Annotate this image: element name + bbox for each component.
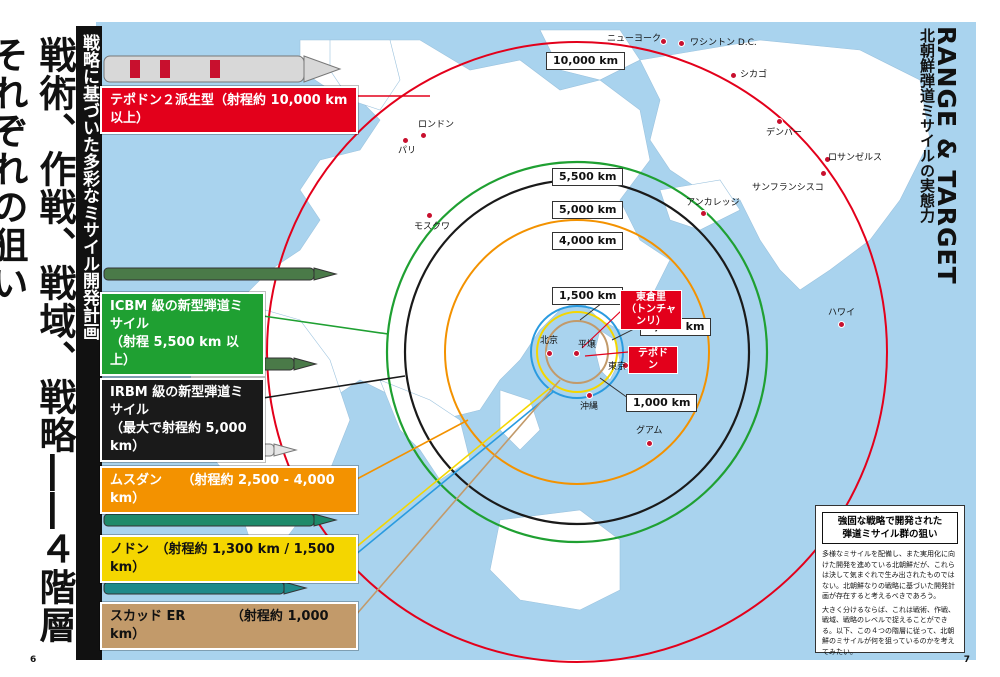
- city-dot-anchorage: [700, 210, 707, 217]
- label-taepodong: テポドン: [628, 346, 678, 374]
- range-subtitle: 北朝鮮弾道ミサイルの実態力: [918, 28, 936, 223]
- range-circle-10000: [266, 41, 888, 663]
- city-tokyo: 東京: [608, 362, 627, 372]
- city-dot-washington: [678, 40, 685, 47]
- range-label-1000: 1,000 km: [626, 394, 698, 412]
- range-circle-1300: [536, 311, 618, 393]
- commentary-box: 強固な戦略で開発された 弾道ミサイル群の狙い 多様なミサイルを配備し、また実用化…: [815, 505, 965, 656]
- city-chicago: シカゴ: [740, 70, 768, 80]
- city-dot-newyork: [660, 38, 667, 45]
- city-losangeles: ロサンゼルス: [828, 153, 883, 163]
- city-denver: デンバー: [766, 128, 803, 138]
- city-pyongyang: 平壌: [578, 340, 597, 350]
- city-dot-moscow: [426, 212, 433, 219]
- commentary-heading: 強固な戦略で開発された 弾道ミサイル群の狙い: [822, 512, 958, 544]
- city-dot-okinawa: [586, 392, 593, 399]
- city-london: ロンドン: [418, 120, 455, 130]
- missile-box-scud: スカッド ER （射程約 1,000 km）: [99, 601, 359, 651]
- commentary-paragraph: 多様なミサイルを配備し、また実用化に向けた開発を進めている北朝鮮だが、これらは決…: [822, 550, 955, 600]
- range-label-10000: 10,000 km: [546, 52, 626, 70]
- city-guam: グアム: [636, 426, 663, 436]
- missile-box-musudan: ムスダン （射程約 2,500 - 4,000 km）: [99, 465, 359, 515]
- range-circle-4000: [444, 219, 710, 485]
- city-beijing: 北京: [540, 336, 559, 346]
- city-hawaii: ハワイ: [828, 308, 856, 318]
- missile-label-range: （最大で射程約 5,000 km）: [110, 421, 247, 454]
- city-dot-paris: [402, 137, 409, 144]
- range-label-5500: 5,500 km: [552, 168, 624, 186]
- commentary-paragraph: 大きく分けるならば、これは戦術、作戦、戦域、戦略のレベルで捉えることができる。以…: [822, 605, 955, 656]
- page-number-right: 7: [963, 655, 970, 665]
- city-dot-pyongyang: [573, 350, 580, 357]
- missile-label: ムスダン （射程約 2,500 - 4,000 km）: [110, 473, 335, 506]
- range-circle-5500: [385, 160, 769, 544]
- city-dot-london: [420, 132, 427, 139]
- missile-icon-icbm: [103, 267, 338, 281]
- missile-label-range: （射程 5,500 km 以上）: [110, 335, 239, 368]
- missile-label: スカッド ER （射程約 1,000 km）: [110, 609, 329, 642]
- city-dot-guam: [646, 440, 653, 447]
- city-dot-beijing: [546, 350, 553, 357]
- missile-label: テポドン２派生型（射程約 10,000 km 以上）: [110, 93, 348, 126]
- main-title: 戦術、作戦、戦域、戦略――４階層それぞれの狙い: [0, 36, 78, 646]
- range-label-1500: 1,500 km: [552, 287, 624, 305]
- missile-box-taepodong: テポドン２派生型（射程約 10,000 km 以上）: [99, 85, 359, 135]
- missile-box-irbm: IRBM 級の新型弾道ミサイル （最大で射程約 5,000 km）: [99, 377, 266, 463]
- subtitle-bar: 戦略に基づいた多彩なミサイル開発計画: [76, 26, 102, 660]
- missile-label: IRBM 級の新型弾道ミサイル: [110, 385, 244, 418]
- city-paris: パリ: [398, 146, 417, 156]
- city-dot-losangeles: [824, 156, 831, 163]
- missile-box-nodong: ノドン （射程約 1,300 km / 1,500 km）: [99, 534, 359, 584]
- city-dot-hawaii: [838, 321, 845, 328]
- range-label-5000: 5,000 km: [552, 201, 624, 219]
- missile-icon-taepodong: [103, 55, 342, 83]
- range-title: RANGE & TARGET: [932, 26, 961, 285]
- city-okinawa: 沖縄: [580, 402, 599, 412]
- city-washington: ワシントン D.C.: [690, 38, 757, 48]
- missile-label: ノドン （射程約 1,300 km / 1,500 km）: [110, 542, 335, 575]
- city-anchorage: アンカレッジ: [686, 198, 740, 208]
- city-dot-chicago: [730, 72, 737, 79]
- missile-icon-scud: [103, 581, 308, 595]
- missile-label: ICBM 級の新型弾道ミサイル: [110, 299, 243, 332]
- page-number-left: 6: [30, 655, 37, 665]
- missile-icon-nodong: [103, 513, 338, 527]
- range-label-4000: 4,000 km: [552, 232, 624, 250]
- city-moscow: モスクワ: [414, 222, 451, 232]
- city-dot-denver: [776, 118, 783, 125]
- city-dot-tokyo: [622, 362, 629, 369]
- label-tongchang: 東倉里 （トンチャンリ）: [620, 290, 682, 330]
- leader-lines: [262, 95, 641, 617]
- city-sanfrancisco: サンフランシスコ: [752, 183, 824, 193]
- city-dot-sanfrancisco: [820, 170, 827, 177]
- city-newyork: ニューヨーク: [607, 34, 662, 44]
- missile-box-icbm: ICBM 級の新型弾道ミサイル （射程 5,500 km 以上）: [99, 291, 266, 377]
